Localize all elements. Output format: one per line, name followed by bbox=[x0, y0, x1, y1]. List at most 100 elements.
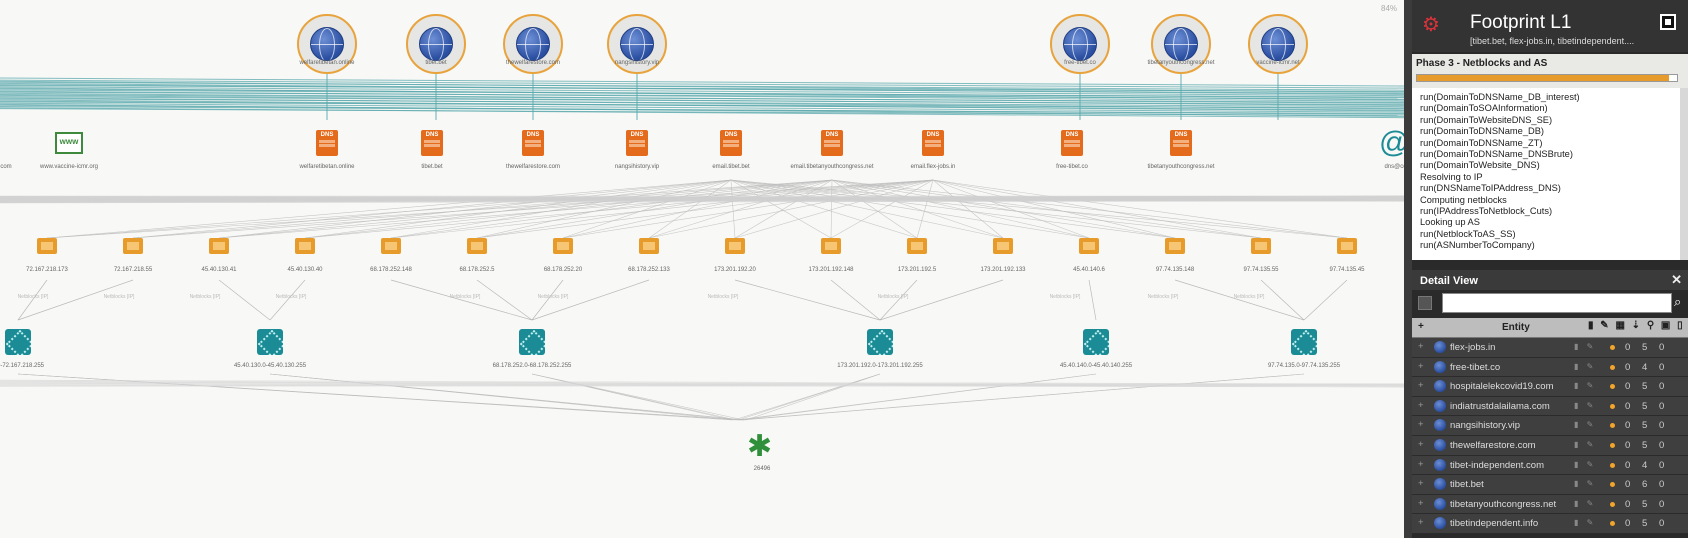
log-line: run(DomainToWebsiteDNS_SE) bbox=[1420, 114, 1553, 125]
dns-node[interactable]: DNS bbox=[626, 130, 648, 156]
expand-icon[interactable]: + bbox=[1418, 399, 1424, 411]
graph-edge bbox=[304, 179, 732, 239]
count-b: 5 bbox=[1642, 498, 1648, 510]
netblock-node[interactable] bbox=[5, 329, 31, 355]
entity-column-header[interactable]: Entity bbox=[1502, 322, 1530, 333]
dns-node[interactable]: DNS bbox=[1170, 130, 1192, 156]
expand-icon[interactable]: + bbox=[1418, 478, 1424, 490]
graph-edge bbox=[132, 179, 833, 239]
ip-node[interactable] bbox=[1337, 238, 1357, 254]
node-label: 97.74.135.55 bbox=[1243, 267, 1279, 273]
ip-node[interactable] bbox=[993, 238, 1013, 254]
expand-all-icon[interactable]: + bbox=[1418, 321, 1424, 332]
ip-node[interactable] bbox=[209, 238, 229, 254]
ip-node[interactable] bbox=[725, 238, 745, 254]
email-node[interactable]: @ bbox=[1379, 128, 1404, 158]
ip-node[interactable] bbox=[1251, 238, 1271, 254]
www-node[interactable]: www bbox=[55, 132, 83, 154]
dns-node[interactable]: DNS bbox=[316, 130, 338, 156]
ip-node[interactable] bbox=[295, 238, 315, 254]
dns-node[interactable]: DNS bbox=[821, 130, 843, 156]
website-node[interactable] bbox=[607, 14, 667, 74]
graph-edge bbox=[730, 179, 1348, 239]
expand-icon[interactable]: + bbox=[1418, 517, 1424, 529]
website-node[interactable] bbox=[503, 14, 563, 74]
ip-node[interactable] bbox=[123, 238, 143, 254]
dns-node[interactable]: DNS bbox=[1061, 130, 1083, 156]
count-a: 0 bbox=[1625, 420, 1631, 432]
entity-name: nangsihistory.vip bbox=[1450, 420, 1521, 432]
ip-node[interactable] bbox=[907, 238, 927, 254]
ip-node[interactable] bbox=[639, 238, 659, 254]
ip-node[interactable] bbox=[1165, 238, 1185, 254]
ip-node[interactable] bbox=[1079, 238, 1099, 254]
dns-node[interactable]: DNS bbox=[720, 130, 742, 156]
node-label: 68.178.252.5 bbox=[459, 267, 495, 273]
expand-icon[interactable]: + bbox=[1418, 458, 1424, 470]
dns-node[interactable]: DNS bbox=[922, 130, 944, 156]
node-label: nangsihistory.vip bbox=[614, 60, 660, 66]
netblock-node[interactable] bbox=[1291, 329, 1317, 355]
stop-button[interactable] bbox=[1660, 14, 1676, 30]
node-label: free-tibet.co bbox=[1056, 164, 1088, 170]
netblock-node[interactable] bbox=[1083, 329, 1109, 355]
node-label: 97.74.135.45 bbox=[1329, 267, 1365, 273]
dns-node[interactable]: DNS bbox=[421, 130, 443, 156]
expand-icon[interactable]: + bbox=[1418, 380, 1424, 392]
graph-edge bbox=[734, 279, 881, 321]
graph-edge bbox=[0, 77, 1404, 87]
as-node[interactable]: ✱ bbox=[747, 430, 773, 463]
expand-icon[interactable]: + bbox=[1418, 419, 1424, 431]
count-a: 0 bbox=[1625, 361, 1631, 373]
expand-icon[interactable]: + bbox=[1418, 497, 1424, 509]
graph-edge bbox=[0, 381, 1404, 385]
expand-icon[interactable]: + bbox=[1418, 360, 1424, 372]
graph-edge bbox=[0, 196, 1404, 203]
log-scrollbar[interactable] bbox=[1680, 88, 1688, 260]
website-node[interactable] bbox=[1151, 14, 1211, 74]
search-icon[interactable]: ⌕ bbox=[1674, 294, 1682, 309]
node-label: 173.201.192.133 bbox=[980, 267, 1026, 273]
netblock-node[interactable] bbox=[867, 329, 893, 355]
count-c: 0 bbox=[1659, 361, 1665, 373]
ip-node[interactable] bbox=[467, 238, 487, 254]
ip-node[interactable] bbox=[553, 238, 573, 254]
ip-node[interactable] bbox=[821, 238, 841, 254]
status-dot bbox=[1610, 403, 1615, 409]
entity-name: thewelfarestore.com bbox=[1450, 439, 1536, 451]
website-node[interactable] bbox=[1248, 14, 1308, 74]
row-icons: ▮ ✎ bbox=[1574, 420, 1597, 430]
search-input[interactable] bbox=[1442, 293, 1672, 313]
netblock-node[interactable] bbox=[257, 329, 283, 355]
dns-node[interactable]: DNS bbox=[522, 130, 544, 156]
count-b: 6 bbox=[1642, 479, 1648, 491]
ip-node[interactable] bbox=[381, 238, 401, 254]
ip-node[interactable] bbox=[37, 238, 57, 254]
website-node[interactable] bbox=[1050, 14, 1110, 74]
expand-icon[interactable]: + bbox=[1418, 438, 1424, 450]
graph-edge bbox=[1174, 279, 1305, 321]
count-b: 5 bbox=[1642, 420, 1648, 432]
globe-icon bbox=[1434, 360, 1446, 373]
graph-edge bbox=[218, 179, 732, 239]
expand-icon[interactable]: + bbox=[1418, 341, 1424, 352]
count-c: 0 bbox=[1659, 439, 1665, 451]
website-node[interactable] bbox=[406, 14, 466, 74]
count-a: 0 bbox=[1625, 459, 1631, 471]
close-icon[interactable]: ✕ bbox=[1671, 272, 1682, 287]
website-node[interactable] bbox=[297, 14, 357, 74]
detail-options-icon[interactable] bbox=[1418, 296, 1432, 310]
node-label: 26496 bbox=[753, 466, 771, 472]
netblock-node[interactable] bbox=[519, 329, 545, 355]
